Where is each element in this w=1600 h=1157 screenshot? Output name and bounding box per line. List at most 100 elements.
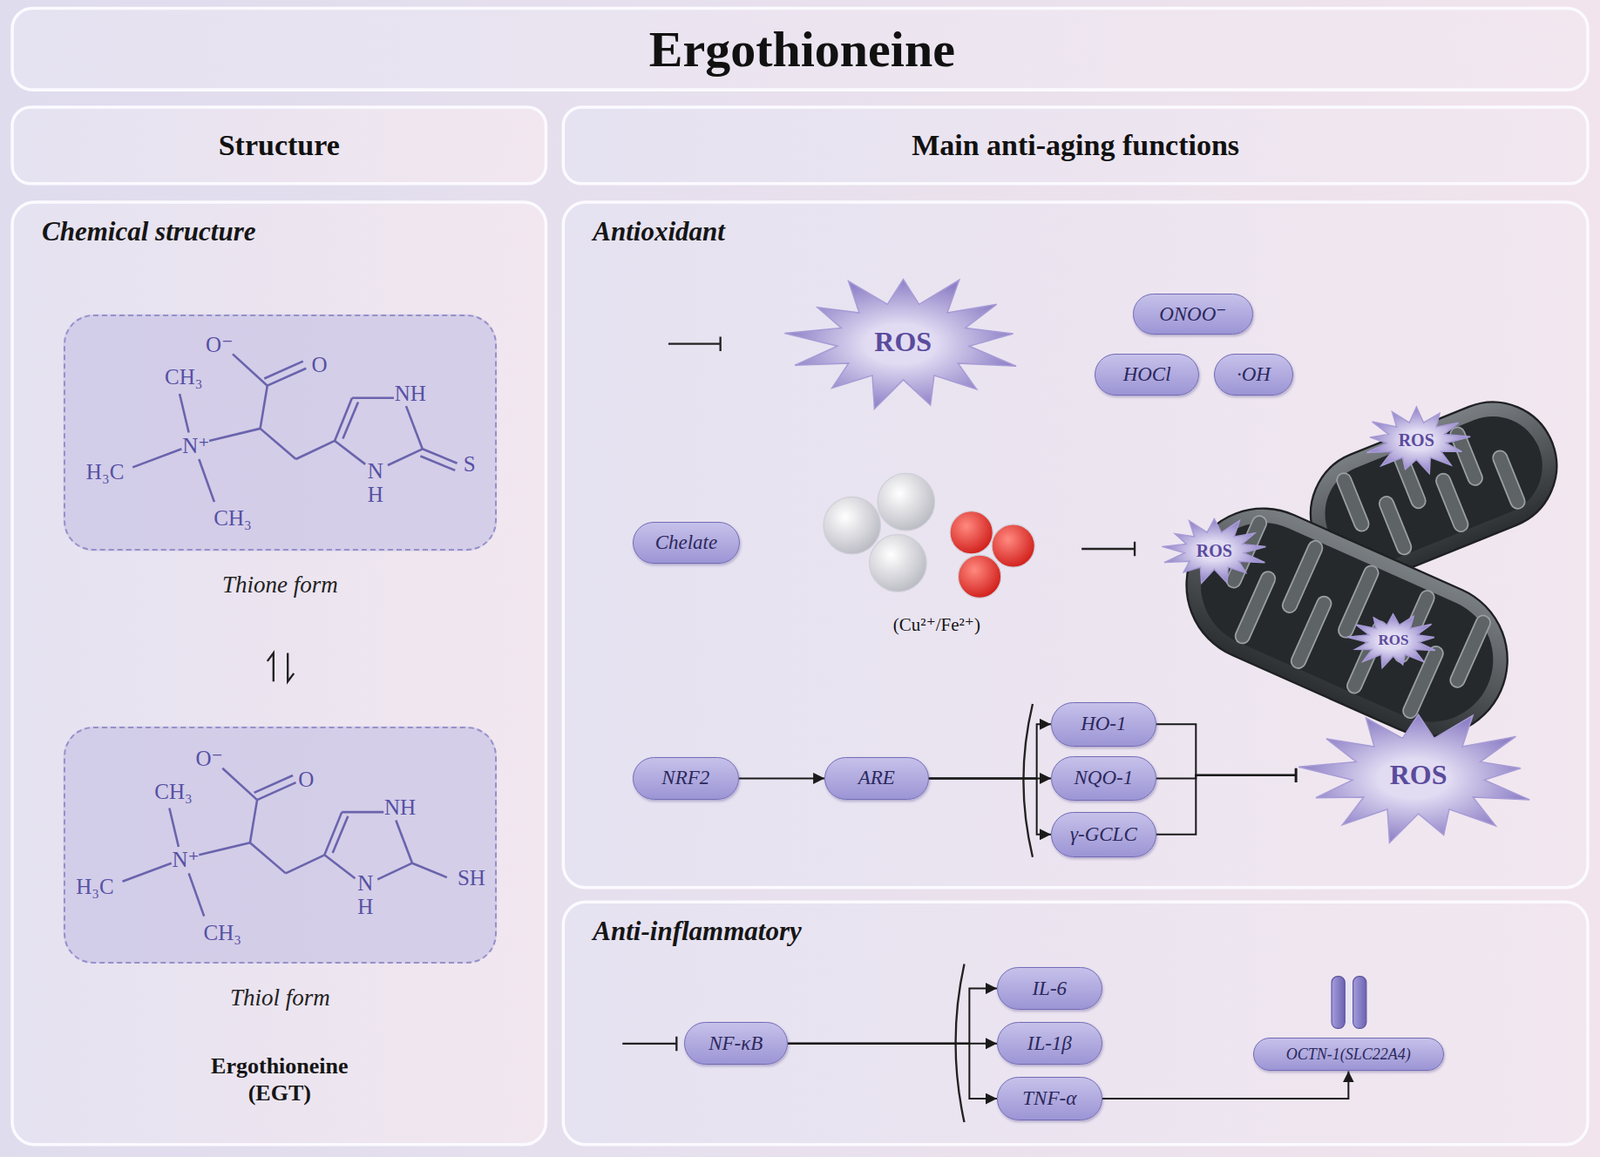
bond-line: [222, 768, 258, 800]
pill-text: IL-6: [1031, 977, 1067, 1001]
atom-label: O⁻: [195, 745, 223, 773]
bond-line: [387, 448, 423, 466]
bond-line: [406, 406, 423, 449]
connector: [1156, 775, 1296, 835]
ros-burst: ROS: [1295, 704, 1541, 848]
atom-label: H: [367, 481, 384, 509]
metal-sphere: [949, 511, 993, 555]
header-band: Structure: [12, 107, 546, 184]
channel-subunit: [1353, 976, 1367, 1030]
structure-box: Thiol form: [63, 726, 498, 965]
header-text: Main anti-aging functions: [911, 128, 1240, 163]
atom-label: CH₃: [213, 505, 251, 532]
bond-line: [122, 863, 172, 882]
pill-box: ARE: [824, 757, 929, 800]
ros-text: ROS: [1398, 430, 1435, 451]
bond-line: [420, 455, 455, 470]
bond-line: [267, 368, 306, 387]
bond-line: [332, 816, 349, 854]
pill-box: NF-κB: [684, 1022, 788, 1065]
bond-line: [412, 863, 448, 878]
ros-burst: ROS: [1360, 405, 1473, 477]
crista: [1288, 594, 1334, 672]
panel-ground: [562, 107, 1588, 184]
bond-line: [422, 448, 458, 463]
ros-burst: ROS: [1344, 610, 1442, 672]
panel-ground: [562, 202, 1588, 889]
pill-box: NQO-1: [1050, 756, 1157, 802]
pill-text: OCTN-1(SLC22A4): [1286, 1045, 1411, 1065]
panel-ground: [562, 901, 1588, 1146]
bond-line: [324, 854, 355, 879]
molecule-ground: [63, 726, 498, 964]
pill-text: NQO-1: [1073, 766, 1133, 790]
atom-label: O: [311, 352, 327, 379]
pill-box: NRF2: [632, 757, 739, 800]
connector: [1102, 1071, 1350, 1099]
atom-label: NH: [394, 380, 427, 407]
connector: [787, 1044, 997, 1099]
pill-text: NRF2: [661, 766, 710, 790]
atom-label: N: [357, 870, 373, 897]
atom-label: H: [357, 894, 373, 921]
crista: [1335, 471, 1372, 534]
pill-box: HOCl: [1094, 353, 1199, 396]
panel-ground: [12, 202, 546, 1146]
atom-label: SH: [457, 865, 486, 892]
atom-label: NH: [384, 794, 416, 821]
pill-box: Chelate: [632, 522, 740, 564]
bond-line: [169, 807, 179, 847]
ros-text: ROS: [1196, 541, 1233, 562]
bond-line: [342, 401, 359, 439]
bond-line: [250, 842, 286, 874]
pill-box: IL-6: [996, 967, 1103, 1011]
bond-line: [189, 873, 205, 916]
form-caption: Thione form: [65, 571, 496, 599]
ros-burst-outline: [1161, 519, 1266, 584]
pill-box: IL-1β: [996, 1022, 1103, 1065]
compound-name: Ergothioneine (EGT): [192, 1052, 367, 1107]
bond-line: [395, 820, 413, 864]
outer-membrane: [1161, 484, 1532, 762]
bond-line: [352, 396, 394, 400]
ros-burst-outline: [784, 279, 1017, 410]
bond-line: [250, 800, 258, 843]
channel-subunit: [1331, 976, 1345, 1030]
header-text: Structure: [218, 128, 340, 163]
zinc-sphere: [869, 535, 928, 593]
pill-box: ONOO⁻: [1132, 293, 1254, 335]
pill-box: HO-1: [1050, 702, 1157, 748]
pill-text: ·OH: [1236, 363, 1271, 387]
bond-line: [198, 842, 251, 855]
pill-box: γ-GCLC: [1050, 812, 1157, 858]
bond-line: [285, 854, 325, 874]
form-caption: Thiol form: [65, 984, 496, 1012]
ros-burst: ROS: [1158, 515, 1271, 587]
ros-text: ROS: [1389, 759, 1448, 792]
pill-box: ·OH: [1213, 353, 1293, 396]
section-heading: Chemical structure: [41, 216, 256, 248]
atom-label: CH₃: [164, 364, 203, 391]
section-panel: AntioxidantROSONOO⁻HOCl·OHChelateROSROSR…: [562, 202, 1588, 889]
ion-label: (Cu²⁺/Fe²⁺): [893, 614, 981, 637]
connector: [738, 777, 825, 780]
atom-label: H₃C: [86, 459, 124, 486]
ros-burst-outline: [1347, 614, 1436, 669]
mitochondrion: [1161, 484, 1532, 762]
ros-burst: ROS: [780, 270, 1026, 414]
crista: [1376, 494, 1414, 556]
inhibitor-line: [1081, 542, 1135, 556]
header-band: Main anti-aging functions: [562, 107, 1588, 184]
atom-label: H₃C: [75, 874, 114, 901]
bond-line: [257, 782, 296, 800]
bond-line: [254, 775, 293, 794]
metal-sphere: [991, 524, 1035, 568]
section-heading: Antioxidant: [592, 216, 726, 248]
bond-line: [324, 812, 342, 855]
bond-line: [209, 428, 261, 441]
crista: [1233, 569, 1278, 646]
bond-line: [179, 393, 190, 433]
atom-label: CH₃: [154, 779, 192, 806]
